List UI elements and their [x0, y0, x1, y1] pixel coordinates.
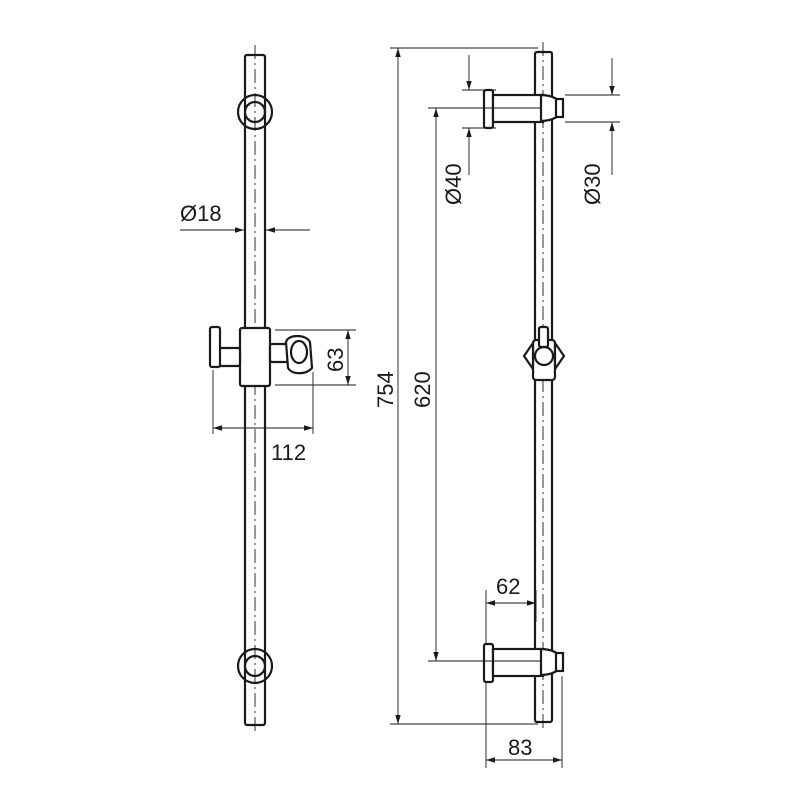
front-top-bracket	[236, 93, 274, 131]
dim-bracket-neck-diameter: Ø30	[565, 58, 620, 205]
front-slider	[208, 325, 314, 388]
dim-bracket-diameter: Ø40	[441, 55, 496, 205]
label-rail-diameter: Ø18	[180, 201, 222, 226]
side-slider	[522, 325, 566, 382]
side-bottom-bracket	[482, 642, 565, 684]
label-bracket-neck-diameter: Ø30	[580, 163, 605, 205]
dim-holder-height: 63	[275, 329, 356, 386]
label-bracket-base: 62	[496, 574, 520, 599]
label-overall-length: 754	[373, 371, 398, 408]
side-view: 754 620 Ø40 Ø30	[373, 42, 620, 768]
side-rail-tube	[533, 50, 554, 724]
dim-bracket-spacing: 620	[410, 107, 540, 662]
label-wall-offset: 83	[508, 735, 532, 760]
front-bottom-bracket	[236, 647, 274, 685]
label-holder-height: 63	[323, 348, 348, 372]
dim-rail-diameter: Ø18	[180, 201, 310, 233]
dim-overall-length: 754	[373, 47, 538, 725]
label-bracket-spacing: 620	[410, 371, 435, 408]
dim-holder-depth: 112	[212, 370, 314, 465]
label-holder-depth: 112	[271, 440, 306, 465]
slider-lock-knob	[208, 325, 222, 369]
front-view: Ø18 63 112	[180, 45, 356, 735]
dim-bracket-base: 62	[485, 574, 537, 644]
label-bracket-diameter: Ø40	[441, 163, 466, 205]
dim-wall-offset: 83	[485, 676, 563, 768]
